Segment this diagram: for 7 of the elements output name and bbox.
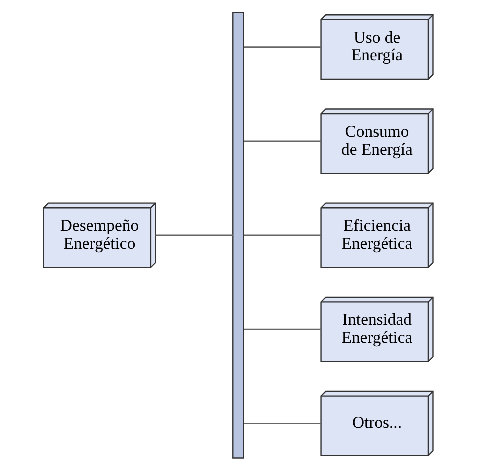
- connector: [244, 422, 322, 424]
- node-bar: [232, 12, 244, 459]
- connector: [244, 234, 322, 236]
- connector: [244, 140, 322, 142]
- connector: [244, 328, 322, 330]
- connector: [156, 234, 234, 236]
- connector: [244, 46, 322, 48]
